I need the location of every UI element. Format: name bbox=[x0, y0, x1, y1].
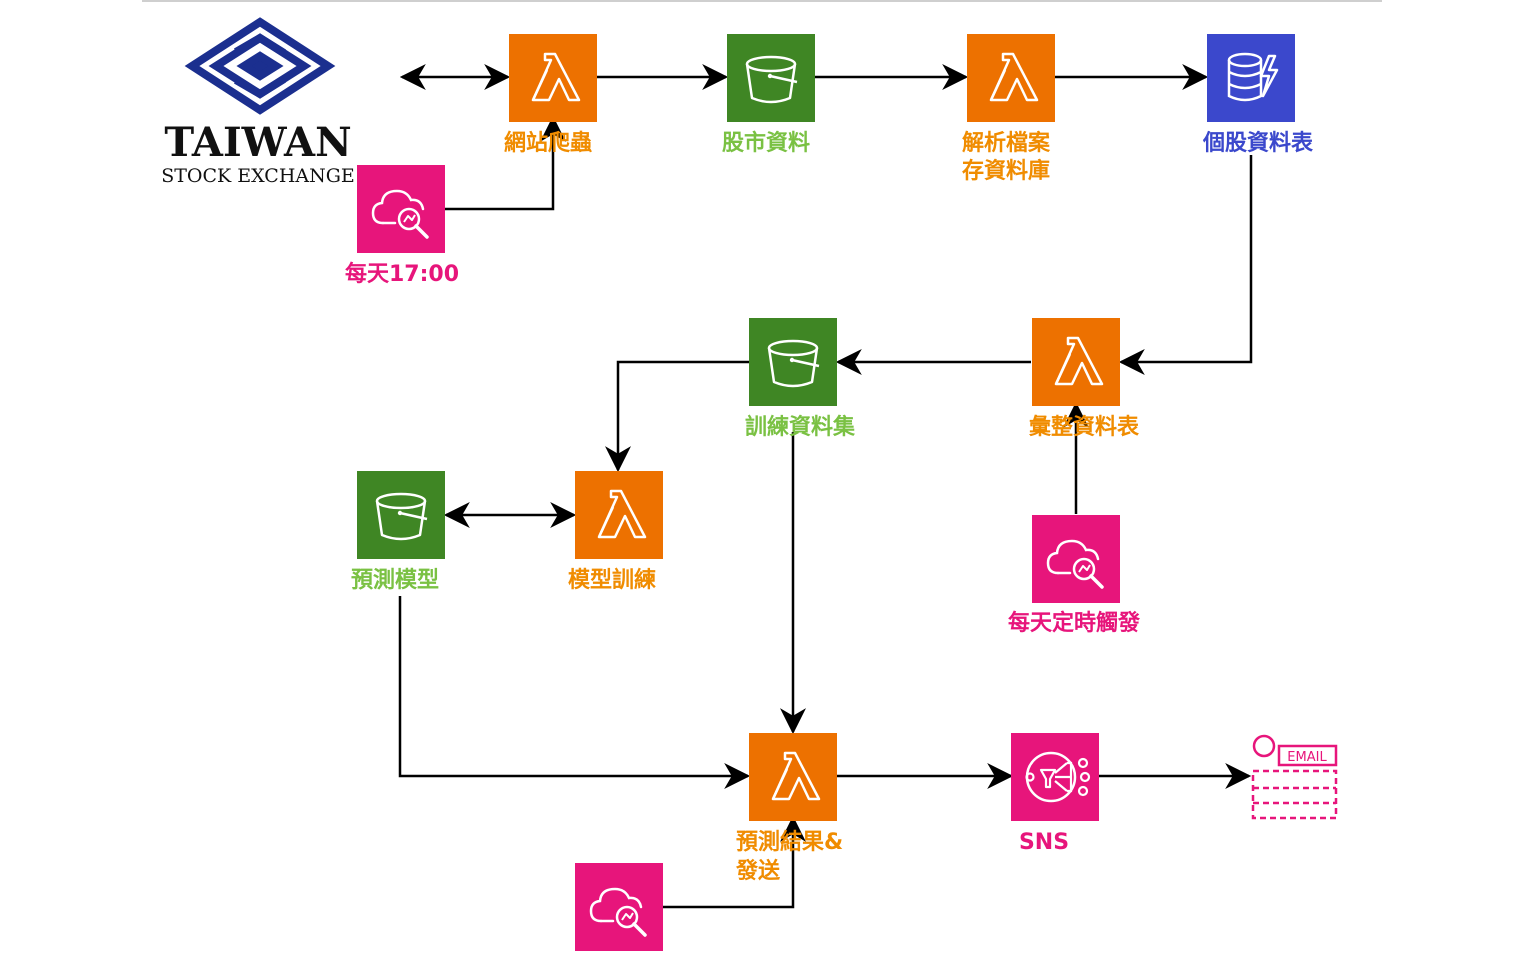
node-aggregate: 彙整資料表 bbox=[1028, 316, 1140, 440]
label-stock-table: 個股資料表 bbox=[1202, 130, 1314, 156]
label-parse-line1: 解析檔案 bbox=[962, 130, 1051, 156]
lambda-icon bbox=[1030, 316, 1122, 408]
lambda-icon bbox=[747, 731, 839, 823]
label-predict-send-line2: 發送 bbox=[735, 858, 780, 884]
label-sns: SNS bbox=[1019, 830, 1069, 855]
twse-emblem-icon bbox=[184, 17, 336, 115]
edge-table-aggregate bbox=[1118, 155, 1253, 375]
label-prediction-model: 預測模型 bbox=[351, 568, 439, 593]
cloudwatch-icon bbox=[355, 163, 447, 255]
node-prediction-model: 預測模型 bbox=[351, 469, 447, 593]
lambda-icon bbox=[573, 469, 665, 561]
label-parse-line2: 存資料庫 bbox=[962, 158, 1050, 184]
taiwan-stock-exchange-logo: TAIWAN STOCK EXCHANGE bbox=[161, 17, 355, 187]
node-email: EMAIL bbox=[1251, 734, 1338, 820]
edge-model-predict bbox=[398, 596, 751, 789]
s3-bucket-icon bbox=[355, 469, 447, 561]
node-predict-send: 預測結果& 發送 bbox=[735, 731, 843, 884]
edge-schedule-crawler bbox=[445, 115, 566, 211]
s3-bucket-icon bbox=[747, 316, 839, 408]
label-stock-data: 股市資料 bbox=[722, 130, 810, 156]
label-predict-send-line1: 預測結果& bbox=[736, 829, 843, 855]
label-model-train: 模型訓練 bbox=[568, 567, 656, 593]
dynamodb-icon bbox=[1205, 32, 1297, 124]
connectors bbox=[398, 64, 1253, 909]
label-schedule-daily: 每天17:00 bbox=[345, 261, 459, 287]
node-sns: SNS bbox=[1009, 731, 1101, 855]
email-icon bbox=[1251, 734, 1338, 820]
lambda-icon bbox=[507, 32, 599, 124]
label-aggregate: 彙整資料表 bbox=[1028, 414, 1140, 440]
edge-trainingset-modeltrain bbox=[605, 360, 749, 473]
label-training-set: 訓練資料集 bbox=[745, 414, 856, 440]
cloudwatch-icon bbox=[573, 861, 665, 953]
logo-title: TAIWAN bbox=[164, 119, 351, 166]
node-stock-table: 個股資料表 bbox=[1202, 32, 1314, 156]
node-training-set: 訓練資料集 bbox=[745, 316, 856, 440]
node-daily-trigger: 每天定時觸發 bbox=[1008, 513, 1140, 636]
node-parse: 解析檔案 存資料庫 bbox=[962, 32, 1057, 184]
label-crawler: 網站爬蟲 bbox=[504, 130, 592, 156]
lambda-icon bbox=[965, 32, 1057, 124]
label-daily-trigger: 每天定時觸發 bbox=[1008, 610, 1140, 636]
label-email: EMAIL bbox=[1287, 750, 1327, 765]
logo-subtitle: STOCK EXCHANGE bbox=[161, 165, 355, 187]
cloudwatch-icon bbox=[1030, 513, 1122, 605]
node-crawler: 網站爬蟲 bbox=[504, 32, 599, 156]
node-schedule-bottom bbox=[573, 861, 665, 953]
node-schedule-daily: 每天17:00 bbox=[345, 163, 459, 287]
sns-icon bbox=[1009, 731, 1101, 823]
s3-bucket-icon bbox=[725, 32, 817, 124]
edge-schedule-predict bbox=[663, 815, 806, 909]
node-stock-data: 股市資料 bbox=[722, 32, 817, 156]
node-model-train: 模型訓練 bbox=[568, 469, 665, 593]
